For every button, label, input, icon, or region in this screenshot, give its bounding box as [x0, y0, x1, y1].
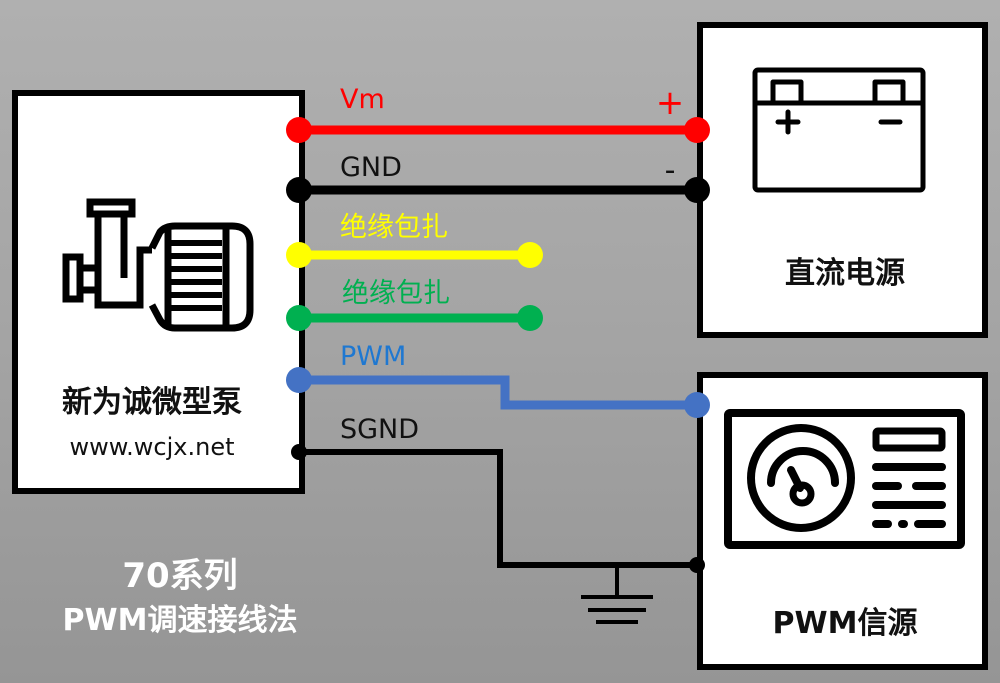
pump-url: www.wcjx.net: [69, 433, 234, 461]
wire-label-pwm: PWM: [340, 341, 406, 372]
wire-green-start-terminal: [286, 305, 312, 331]
wire-vm-end-terminal: [684, 117, 710, 143]
wire-pwm: [299, 375, 697, 410]
pwm-source-box: PWM信源: [697, 372, 988, 670]
wire-label-sgnd: SGND: [340, 414, 419, 445]
wires-group: [286, 117, 710, 573]
wire-label-yellow: 绝缘包扎: [340, 212, 448, 243]
wire-label-green: 绝缘包扎: [342, 278, 450, 309]
wire-gnd-start-terminal: [286, 177, 312, 203]
pump-box-frame: [12, 90, 305, 494]
wire-yellow-start-terminal: [286, 242, 312, 268]
pump-box: 新为诚微型泵 www.wcjx.net: [12, 90, 305, 494]
signal-generator-icon: [724, 409, 965, 549]
plus-polarity-mark: +: [656, 83, 685, 123]
dc-source-box: 直流电源: [697, 22, 988, 338]
dc-source-title: 直流电源: [785, 256, 905, 291]
pump-motor-icon: [62, 198, 254, 332]
footer-method-title: PWM调速接线法: [63, 603, 298, 638]
minus-polarity-mark: -: [665, 153, 676, 188]
wire-pwm-start-terminal: [286, 367, 312, 393]
wire-green-end-terminal: [517, 305, 543, 331]
wire-yellow-end-terminal: [517, 242, 543, 268]
dc-source-frame: [697, 22, 988, 338]
wire-gnd-end-terminal: [684, 177, 710, 203]
ground-symbol-icon: [581, 565, 653, 624]
wire-label-vm: Vm: [340, 84, 385, 115]
pump-title: 新为诚微型泵: [62, 385, 242, 420]
wire-pwm-end-terminal: [684, 392, 710, 418]
footer-series-title: 70系列: [122, 556, 237, 596]
wire-sgnd: [299, 449, 697, 568]
wire-sgnd-start-terminal: [291, 444, 307, 460]
wire-sgnd-end-terminal: [689, 557, 705, 573]
pwm-source-title: PWM信源: [773, 606, 918, 641]
wire-label-gnd: GND: [340, 152, 402, 183]
wire-vm-start-terminal: [286, 117, 312, 143]
battery-icon: [752, 67, 926, 193]
